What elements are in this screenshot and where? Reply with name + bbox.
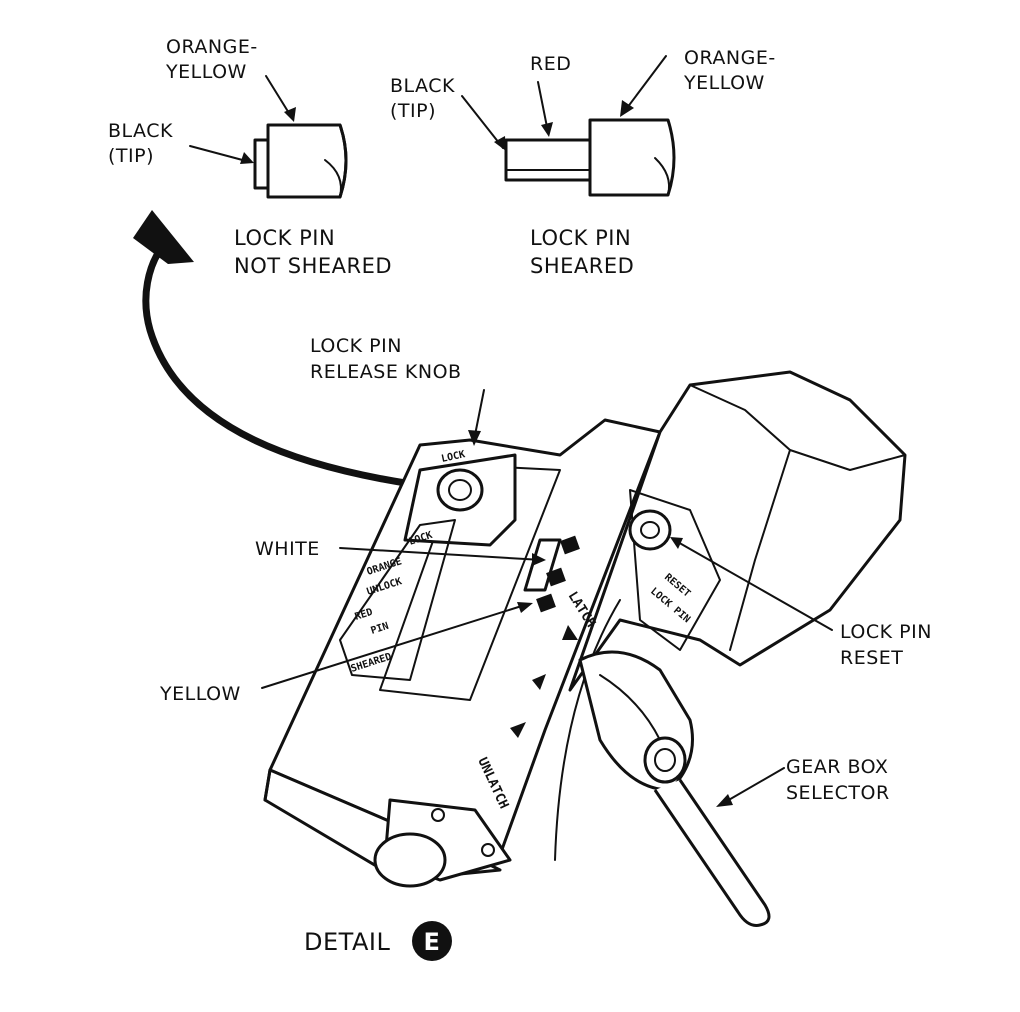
caption-pin1-line1: LOCK PIN <box>234 226 335 250</box>
label-pin2-body-line2: YELLOW <box>683 72 765 94</box>
body-leader-2 <box>623 55 667 113</box>
detail-word: DETAIL <box>304 928 390 956</box>
label-reset-line1: LOCK PIN <box>840 621 932 643</box>
yellow-leader <box>261 603 529 689</box>
pin-sheared-body-orange-yellow <box>588 118 676 197</box>
electrical-connector <box>373 798 512 888</box>
tip-leader-1 <box>189 145 251 163</box>
label-selector-line2: SELECTOR <box>786 782 890 804</box>
label-pin2-tip-paren: (TIP) <box>390 100 436 122</box>
label-pin2-tip-black: BLACK <box>390 75 455 97</box>
caption-pin2-line2: SHEARED <box>530 254 634 278</box>
callout-arrowhead <box>133 210 194 264</box>
detent-mark-3 <box>510 722 526 738</box>
label-pin1-body-line1: ORANGE- <box>166 36 258 58</box>
pin-body-orange-yellow <box>266 123 348 199</box>
selector-lever-arm <box>653 779 771 927</box>
label-reset-line2: RESET <box>840 647 903 669</box>
label-white: WHITE <box>255 538 320 560</box>
detail-caption: DETAIL E <box>304 921 452 961</box>
label-yellow: YELLOW <box>159 683 241 705</box>
label-pin1-tip-black: BLACK <box>108 120 173 142</box>
label-release-knob-line1: LOCK PIN <box>310 335 402 357</box>
indicator-black-3 <box>536 593 556 613</box>
red-leader <box>537 81 549 133</box>
pin-sheared-tip-and-red <box>504 138 592 182</box>
label-pin1-body-line2: YELLOW <box>165 61 247 83</box>
label-pin1-tip-paren: (TIP) <box>108 145 154 167</box>
tip-leader-2 <box>461 95 504 149</box>
label-selector-line1: GEAR BOX <box>786 756 888 778</box>
indicator-black-2 <box>546 567 566 587</box>
indicator-window <box>523 535 580 613</box>
placard-pin: PIN <box>370 621 391 637</box>
caption-pin2-line1: LOCK PIN <box>530 226 631 250</box>
detent-mark-1 <box>562 625 578 640</box>
plate-lock: LOCK <box>440 449 466 465</box>
housing-grip <box>568 370 907 692</box>
callout-curved-arrow <box>142 246 444 492</box>
gear-box-selector[interactable] <box>578 650 771 927</box>
white-leader <box>339 547 543 561</box>
housing-panel <box>379 464 561 701</box>
pin-sheared-illustration <box>504 118 676 197</box>
label-pin2-red: RED <box>530 53 571 75</box>
placard-red: RED <box>354 607 375 623</box>
detail-badge <box>412 921 452 961</box>
detail-letter: E <box>424 928 441 956</box>
lock-pin-release-knob[interactable] <box>436 468 484 512</box>
label-pin2-body-line1: ORANGE- <box>684 47 776 69</box>
detent-mark-2 <box>532 674 546 690</box>
selector-leader <box>719 767 785 806</box>
caption-pin1-line2: NOT SHEARED <box>234 254 392 278</box>
lock-pin-reset-button[interactable] <box>628 509 672 551</box>
reset-leader <box>675 540 833 631</box>
indicator-black-1 <box>560 535 580 555</box>
pin-not-sheared-illustration <box>253 123 348 199</box>
label-release-knob-line2: RELEASE KNOB <box>310 361 462 383</box>
